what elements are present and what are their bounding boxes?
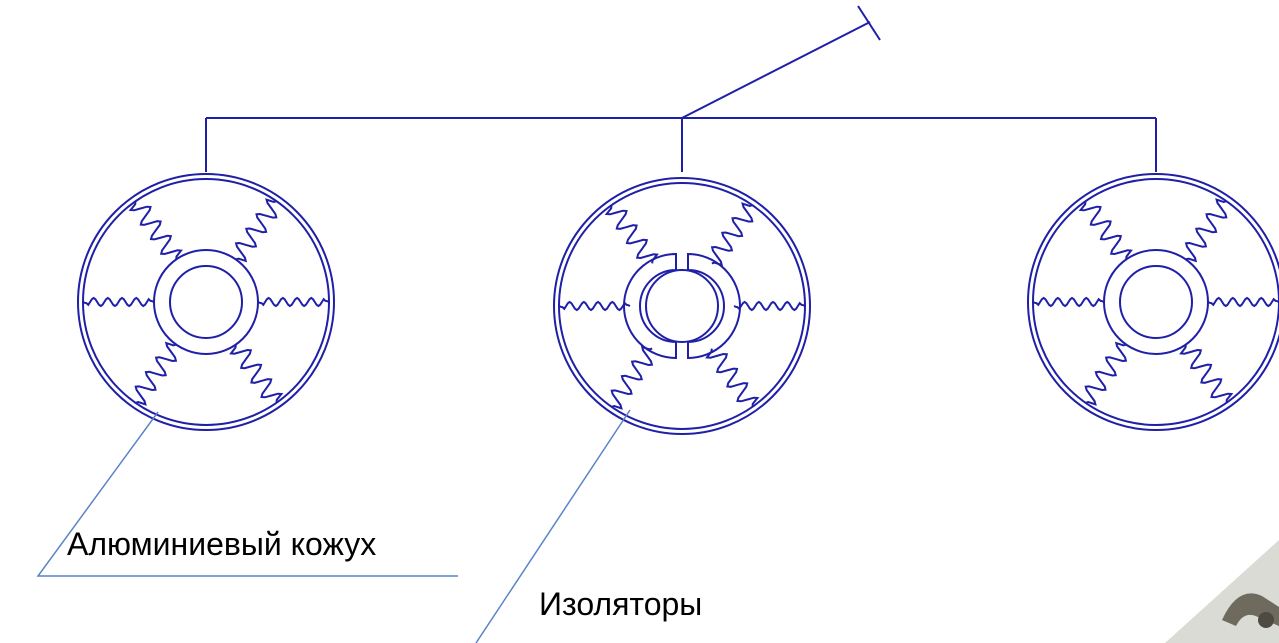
housing-outer-ring bbox=[1027, 173, 1279, 431]
spring-lower-right bbox=[229, 344, 284, 403]
spring-left bbox=[1032, 296, 1105, 308]
aluminum-housing-label: Алюминиевый кожух bbox=[67, 526, 377, 562]
conductor-circle bbox=[1119, 265, 1193, 339]
spring-lower-right bbox=[705, 348, 760, 407]
spacer-left bbox=[77, 173, 335, 431]
insulators-leader-line bbox=[475, 409, 631, 643]
spacer-right bbox=[1027, 173, 1279, 431]
photo-background bbox=[1165, 540, 1279, 643]
spring-upper-right bbox=[1184, 198, 1228, 263]
housing-outer-ring bbox=[77, 173, 335, 431]
ground-tee-icon bbox=[857, 5, 881, 41]
housing-inner-ring bbox=[82, 178, 330, 426]
spring-lower-left bbox=[610, 345, 654, 410]
spring-upper-right bbox=[234, 198, 278, 263]
spacer-center bbox=[553, 177, 811, 435]
housing-inner-ring bbox=[558, 182, 806, 430]
spring-upper-right bbox=[710, 202, 754, 267]
spring-lower-right bbox=[1179, 344, 1234, 403]
spacer-photo-fragment bbox=[1165, 540, 1279, 643]
spring-upper-left bbox=[128, 201, 183, 260]
clamp-half-left bbox=[623, 252, 677, 360]
spring-right bbox=[257, 296, 330, 308]
insulators-label: Изоляторы bbox=[539, 586, 703, 622]
spring-right bbox=[733, 300, 806, 312]
conductor-circle bbox=[645, 269, 719, 343]
spring-right bbox=[1207, 296, 1279, 308]
ground-lead-line bbox=[681, 21, 871, 119]
housing-inner-ring bbox=[1032, 178, 1279, 426]
clamp-half-right bbox=[687, 252, 741, 360]
spring-lower-left bbox=[134, 341, 178, 406]
housing-outer-ring bbox=[553, 177, 811, 435]
spring-left bbox=[558, 300, 631, 312]
spring-upper-left bbox=[1078, 201, 1133, 260]
spring-left bbox=[82, 296, 155, 308]
photo-bolt-shape bbox=[1258, 612, 1274, 628]
housing-leader-line bbox=[36, 411, 458, 577]
conductor-circle bbox=[169, 265, 243, 339]
spring-upper-left bbox=[604, 205, 659, 264]
spring-lower-left bbox=[1084, 341, 1128, 406]
